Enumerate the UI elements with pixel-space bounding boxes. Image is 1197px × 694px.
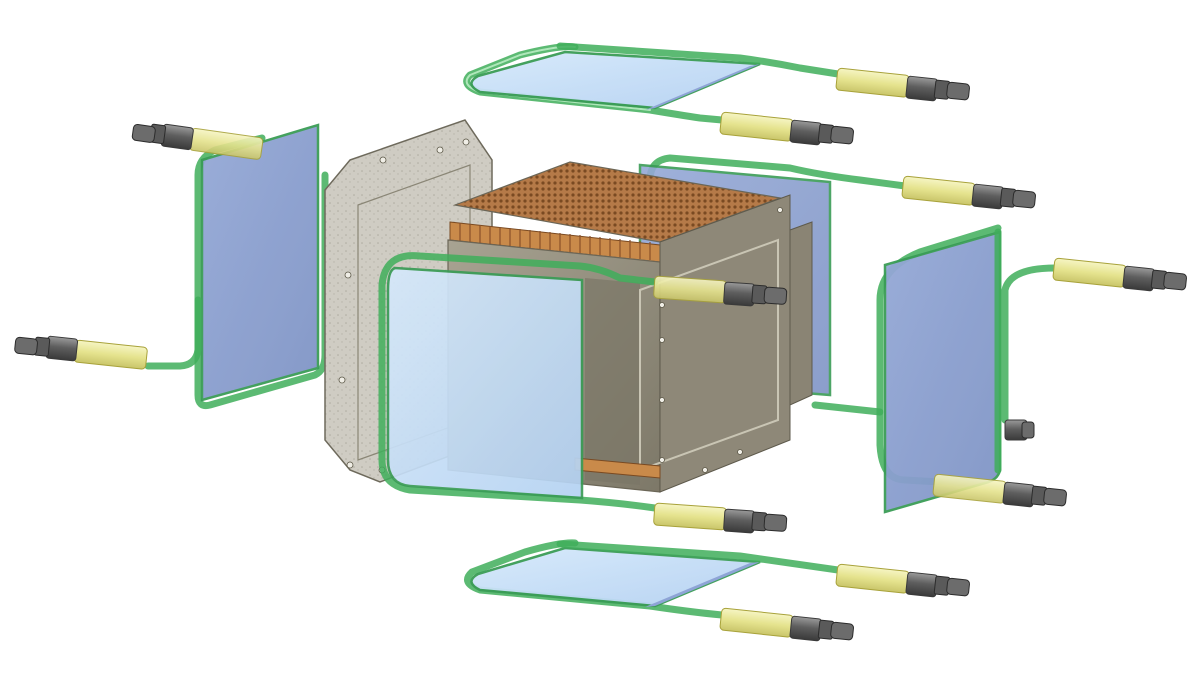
coolant-fitting <box>14 335 148 370</box>
cooling-plate-bottom <box>464 539 842 619</box>
coolant-fitting <box>719 607 854 642</box>
coolant-fitting <box>901 175 1036 210</box>
cooling-plate-left <box>144 123 329 409</box>
cooling-plate-top <box>463 42 842 124</box>
coolant-fitting <box>653 502 788 534</box>
coolant-fitting <box>1052 257 1187 292</box>
coolant-fitting <box>835 563 970 598</box>
coolant-fitting <box>1004 419 1035 441</box>
cooling-plate-front <box>378 252 659 512</box>
coil-windings <box>459 223 651 260</box>
coolant-fitting <box>653 275 788 307</box>
coolant-fitting <box>932 473 1067 508</box>
coolant-fitting <box>131 123 264 160</box>
coolant-fitting <box>719 111 854 146</box>
cooling-plate-right <box>876 224 1059 514</box>
coolant-fitting <box>835 67 970 102</box>
